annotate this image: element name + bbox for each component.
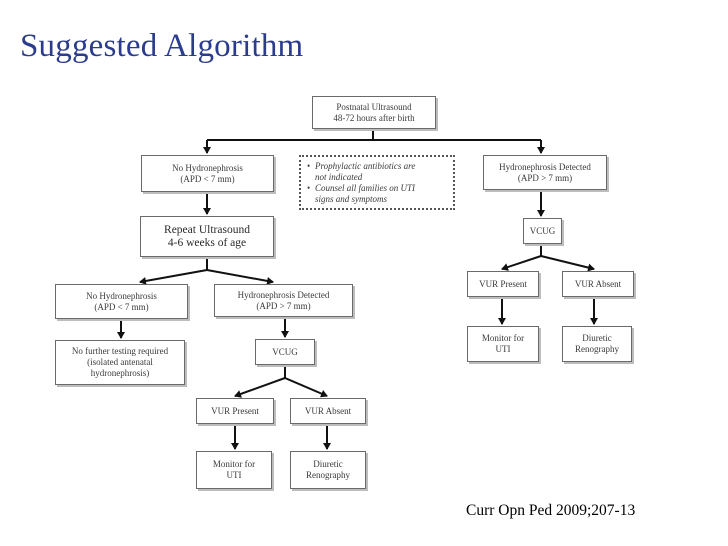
monitor-uti-box-mid: Monitor for UTI bbox=[196, 451, 272, 489]
diuretic-renography-box-right: Diuretic Renography bbox=[562, 326, 632, 362]
vur-absent-box-mid: VUR Absent bbox=[290, 398, 366, 424]
bullet-icon: • bbox=[307, 182, 311, 193]
no-hydro-2-line2: (APD < 7 mm) bbox=[94, 301, 149, 312]
no-hydronephrosis-box-2: No Hydronephrosis (APD < 7 mm) bbox=[55, 284, 188, 319]
note-item-1: • Prophylactic antibiotics are bbox=[307, 161, 415, 172]
note-item-2: • Counsel all families on UTI bbox=[307, 183, 415, 194]
vur-absent-box-right: VUR Absent bbox=[562, 271, 634, 297]
hydro-mid-line1: Hydronephrosis Detected bbox=[237, 289, 330, 300]
vur-present-right-label: VUR Present bbox=[479, 278, 527, 289]
vur-absent-mid-label: VUR Absent bbox=[304, 405, 352, 416]
citation: Curr Opn Ped 2009;207-13 bbox=[466, 502, 636, 519]
diuretic-mid-line1: Diuretic bbox=[313, 459, 343, 469]
monitor-mid-line2: UTI bbox=[226, 470, 242, 480]
vcug-box-right: VCUG bbox=[523, 218, 562, 244]
arrow-to-vur-absent-right bbox=[540, 255, 595, 272]
vcug-mid-label: VCUG bbox=[272, 346, 298, 357]
no-hydro-1-line1: No Hydronephrosis bbox=[172, 162, 243, 173]
monitor-uti-box-right: Monitor for UTI bbox=[467, 326, 539, 362]
hydronephrosis-detected-box-mid: Hydronephrosis Detected (APD > 7 mm) bbox=[214, 284, 353, 317]
hydro-mid-line2: (APD > 7 mm) bbox=[256, 300, 311, 311]
arrow-to-vur-absent-mid bbox=[284, 377, 328, 398]
monitor-mid-line1: Monitor for bbox=[212, 459, 256, 469]
no-further-testing-box: No further testing required (isolated an… bbox=[55, 340, 185, 385]
diuretic-renography-box-mid: Diuretic Renography bbox=[290, 451, 366, 489]
repeat-ultrasound-box: Repeat Ultrasound 4-6 weeks of age bbox=[140, 216, 274, 257]
note-item1-line2: not indicated bbox=[315, 171, 363, 182]
vcug-right-label: VCUG bbox=[529, 225, 556, 236]
note-item1-line1: Prophylactic antibiotics are bbox=[315, 160, 416, 171]
no-hydro-1-line2: (APD < 7 mm) bbox=[180, 173, 235, 184]
repeat-us-line1: Repeat Ultrasound bbox=[164, 223, 250, 236]
postnatal-line1: Postnatal Ultrasound bbox=[336, 101, 412, 112]
note-item-2-cont: signs and symptoms bbox=[307, 194, 387, 205]
arrow-to-vur-present-right bbox=[501, 255, 542, 271]
arrow-to-vur-present-mid bbox=[234, 377, 286, 398]
vur-absent-right-label: VUR Absent bbox=[574, 278, 622, 289]
hydro-right-line2: (APD > 7 mm) bbox=[517, 172, 573, 183]
antibiotics-note-box: • Prophylactic antibiotics are not indic… bbox=[299, 155, 455, 210]
hydronephrosis-detected-box-right: Hydronephrosis Detected (APD > 7 mm) bbox=[483, 155, 607, 190]
no-further-line1: No further testing required bbox=[71, 346, 169, 356]
no-hydro-2-line1: No Hydronephrosis bbox=[86, 290, 157, 301]
note-item2-line2: signs and symptoms bbox=[315, 193, 388, 204]
arrow-to-hydro-detected-mid bbox=[206, 269, 274, 285]
vur-present-mid-label: VUR Present bbox=[211, 405, 259, 416]
diuretic-right-line1: Diuretic bbox=[582, 333, 612, 343]
slide-title: Suggested Algorithm bbox=[20, 28, 304, 64]
no-further-line2: (isolated antenatal bbox=[87, 357, 153, 367]
arrow-to-no-hydro-2 bbox=[139, 269, 208, 285]
monitor-right-line2: UTI bbox=[495, 344, 511, 354]
diuretic-right-line2: Renography bbox=[575, 344, 619, 354]
diuretic-mid-line2: Renography bbox=[306, 470, 350, 480]
note-item2-line1: Counsel all families on UTI bbox=[315, 182, 416, 193]
vcug-box-mid: VCUG bbox=[255, 339, 315, 365]
repeat-us-line2: 4-6 weeks of age bbox=[167, 236, 247, 249]
vur-present-box-right: VUR Present bbox=[467, 271, 539, 297]
postnatal-ultrasound-box: Postnatal Ultrasound 48-72 hours after b… bbox=[312, 96, 436, 129]
vur-present-box-mid: VUR Present bbox=[196, 398, 274, 424]
bullet-icon: • bbox=[307, 160, 311, 171]
postnatal-line2: 48-72 hours after birth bbox=[333, 112, 415, 123]
no-hydronephrosis-box-1: No Hydronephrosis (APD < 7 mm) bbox=[141, 155, 274, 192]
hydro-right-line1: Hydronephrosis Detected bbox=[499, 161, 591, 172]
monitor-right-line1: Monitor for bbox=[481, 333, 525, 343]
note-item-1-cont: not indicated bbox=[307, 172, 362, 183]
no-further-line3: hydronephrosis) bbox=[90, 368, 150, 378]
